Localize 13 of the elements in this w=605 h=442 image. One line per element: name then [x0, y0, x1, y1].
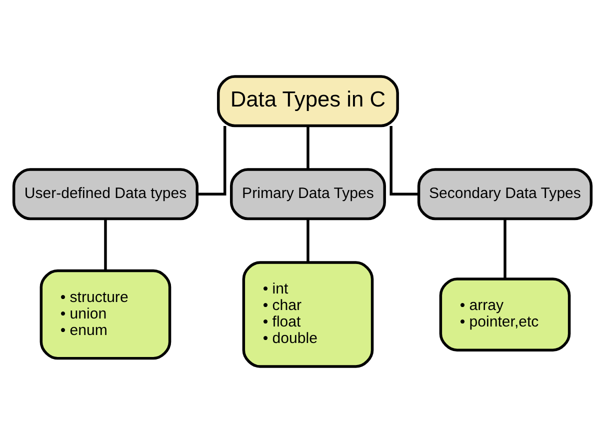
- connector: [504, 218, 506, 278]
- node-box: User-defined Data types: [12, 168, 199, 220]
- connector: [306, 218, 310, 262]
- node-box: • structure • union • enum: [40, 268, 172, 360]
- connector: [104, 218, 107, 270]
- node-box: Data Types in C: [216, 74, 399, 127]
- node-box: Secondary Data Types: [417, 168, 593, 220]
- node-box: • int • char • float • double: [242, 260, 374, 368]
- connector: [197, 126, 226, 195]
- node-box: Primary Data Types: [230, 168, 386, 220]
- node-box: • array • pointer,etc: [439, 277, 571, 351]
- connector: [306, 126, 310, 169]
- connector: [390, 126, 419, 195]
